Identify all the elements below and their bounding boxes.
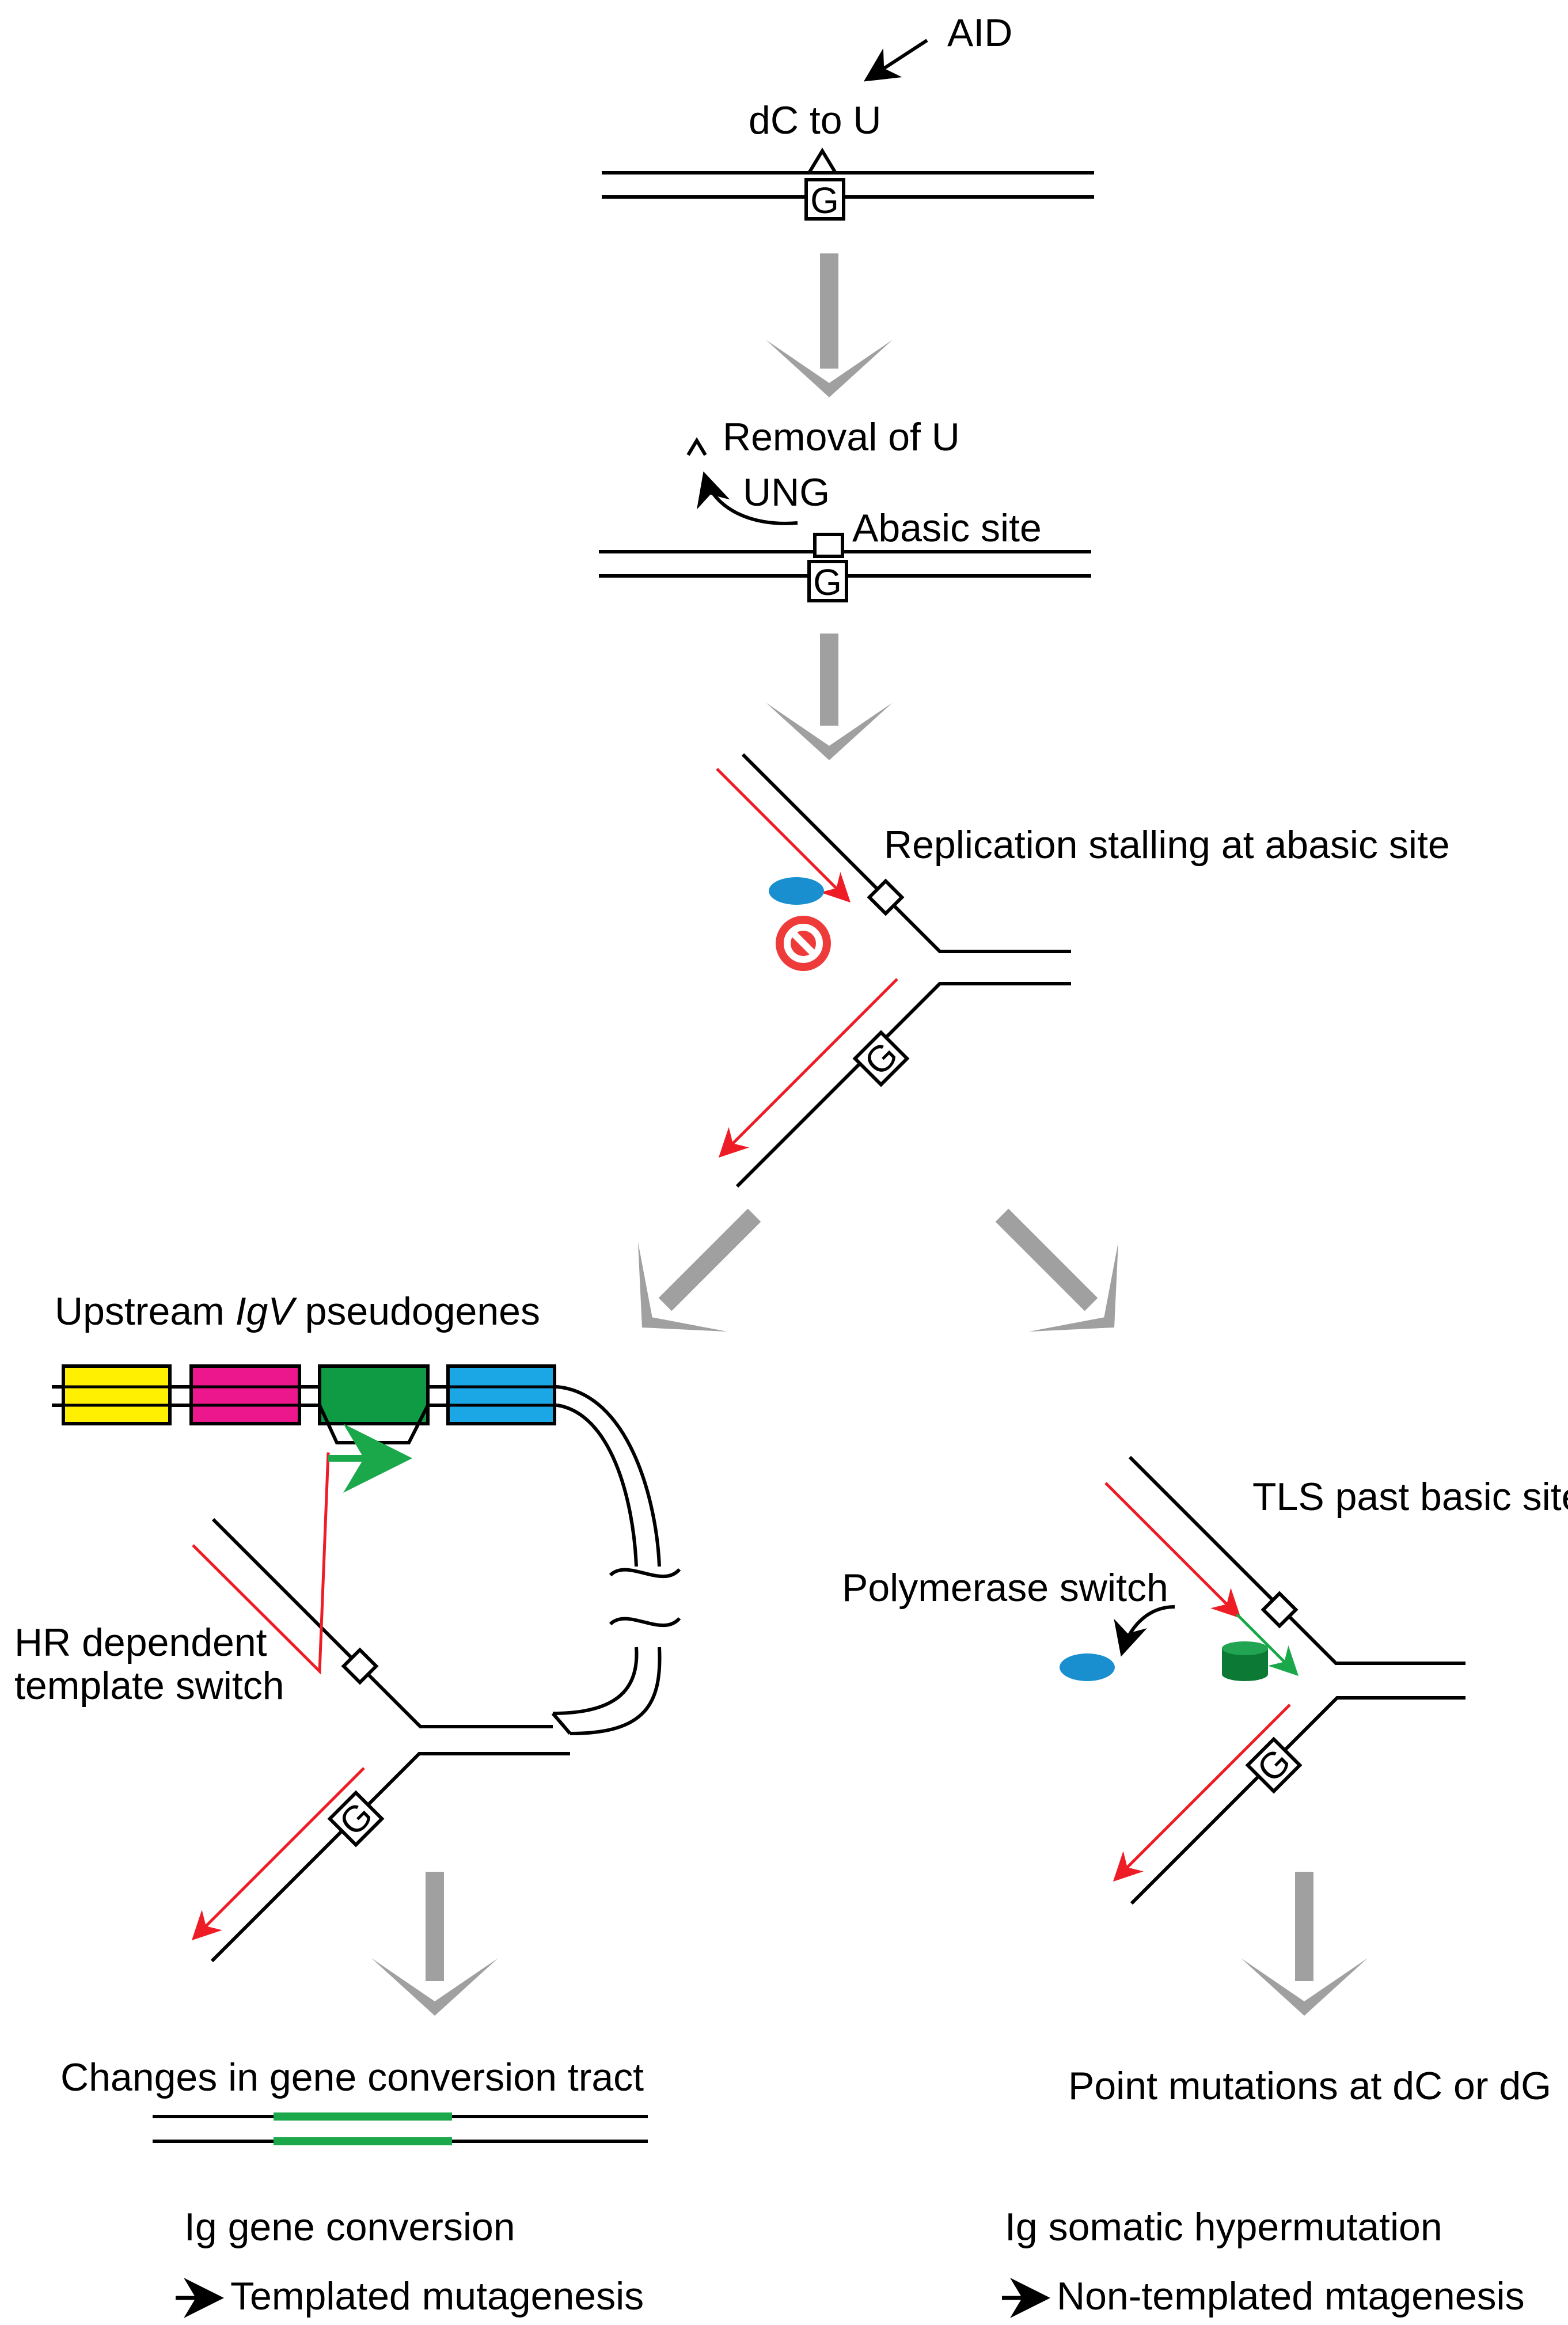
break-mark-upper — [609, 1568, 681, 1579]
svg-text:G: G — [856, 1034, 906, 1083]
stop-icon — [776, 916, 831, 971]
polymerase-switch-arrow — [1114, 1605, 1175, 1657]
summary-gene-conversion: Ig gene conversion Templated mutagenesis — [176, 2205, 644, 2318]
guanine-box-2 — [807, 560, 848, 602]
flow-arrow-right — [995, 1208, 1159, 1372]
loop-inner-lower — [552, 1647, 639, 1715]
abasic-site-box-left — [341, 1647, 379, 1685]
step-deamination: AID dC to U G — [602, 11, 1094, 221]
left-nascent-lower — [191, 1767, 365, 1941]
step-replication-stalling: Replication stalling at abasic site G — [716, 753, 1450, 1188]
right-fork-upper-strand — [1128, 1455, 1466, 1665]
fork-lower-strand — [735, 982, 1071, 1188]
ung-label: UNG — [743, 471, 830, 514]
abasic-site-box-right — [1261, 1591, 1299, 1629]
ig-gene-conversion-label: Ig gene conversion — [184, 2205, 515, 2249]
aid-label: AID — [947, 11, 1012, 55]
uracil-caret — [807, 147, 837, 174]
abasic-site-box-fork — [867, 878, 905, 916]
nontemplated-label: Non-templated mtagenesis — [1057, 2274, 1525, 2318]
flow-arrow-left — [597, 1208, 761, 1372]
branch-hypermutation: TLS past basic site Polymerase switch G — [842, 1455, 1568, 1905]
nascent-strand-lower — [718, 978, 898, 1158]
abasic-site-label: Abasic site — [852, 506, 1042, 550]
guanine-fork: G — [852, 1030, 910, 1087]
left-fork-lower-strand — [210, 1752, 570, 1963]
polymerase-switch-label: Polymerase switch — [842, 1566, 1168, 1610]
templated-label: Templated mutagenesis — [230, 2274, 644, 2318]
summary-hypermutation: Ig somatic hypermutation Non-templated m… — [1002, 2205, 1525, 2318]
break-mark-lower — [609, 1617, 681, 1628]
guanine-right-fork: G — [1245, 1736, 1303, 1794]
right-nascent-lower — [1113, 1704, 1291, 1882]
polymerase-icon — [769, 877, 824, 905]
hr-dependent-label: HR dependent — [14, 1621, 267, 1664]
tls-label: TLS past basic site — [1252, 1475, 1568, 1519]
flow-arrow-1 — [766, 253, 893, 397]
left-fork-upper-strand — [211, 1518, 553, 1728]
pseudogene-blue — [446, 1364, 556, 1425]
gene-conversion-result: Changes in gene conversion tract — [60, 2055, 648, 2145]
flow-arrow-left-down — [371, 1872, 498, 2016]
loop-outer-upper — [557, 1385, 661, 1567]
dc-to-u-label: dC to U — [749, 98, 882, 142]
upstream-pseudogenes-label: Upstream IgV pseudogenes — [55, 1289, 540, 1333]
released-polymerase-icon — [1060, 1653, 1115, 1681]
svg-text:G: G — [1249, 1740, 1299, 1790]
flow-arrow-2 — [766, 634, 893, 760]
loop-inner-upper — [557, 1404, 638, 1567]
removed-uracil-caret — [686, 437, 707, 456]
pseudogene-magenta — [189, 1364, 301, 1425]
template-switch-label: template switch — [14, 1664, 284, 1708]
guanine-label: G — [810, 180, 839, 221]
guanine-box — [804, 178, 845, 221]
template-switch-strand — [192, 1452, 330, 1675]
replication-stalling-label: Replication stalling at abasic site — [884, 823, 1450, 867]
ig-shm-label: Ig somatic hypermutation — [1005, 2205, 1442, 2249]
right-fork-lower-strand — [1130, 1696, 1466, 1905]
flow-arrow-right-down — [1241, 1872, 1368, 2016]
pseudogene-yellow — [62, 1364, 172, 1425]
fork-upper-strand — [741, 753, 1071, 953]
right-nascent-stalled — [1104, 1482, 1242, 1619]
guanine-label-2: G — [813, 562, 842, 603]
aid-arrow — [863, 39, 928, 82]
branch-gene-conversion: Upstream IgV pseudogenes G — [14, 1289, 681, 1963]
removal-of-u-label: Removal of U — [723, 415, 960, 459]
ung-arrow — [697, 471, 798, 525]
step-uracil-removal: Removal of U UNG Abasic site G — [599, 415, 1091, 603]
tls-polymerase-icon — [1222, 1641, 1268, 1681]
point-mutations-label: Point mutations at dC or dG — [1068, 2064, 1551, 2108]
loop-outer-lower — [570, 1647, 662, 1735]
nascent-strand-stalled — [716, 768, 851, 903]
gene-conversion-tract-label: Changes in gene conversion tract — [60, 2055, 644, 2099]
tls-extension-arrow — [1236, 1613, 1299, 1677]
abasic-site-box — [813, 533, 844, 558]
pseudogene-green — [318, 1364, 430, 1425]
